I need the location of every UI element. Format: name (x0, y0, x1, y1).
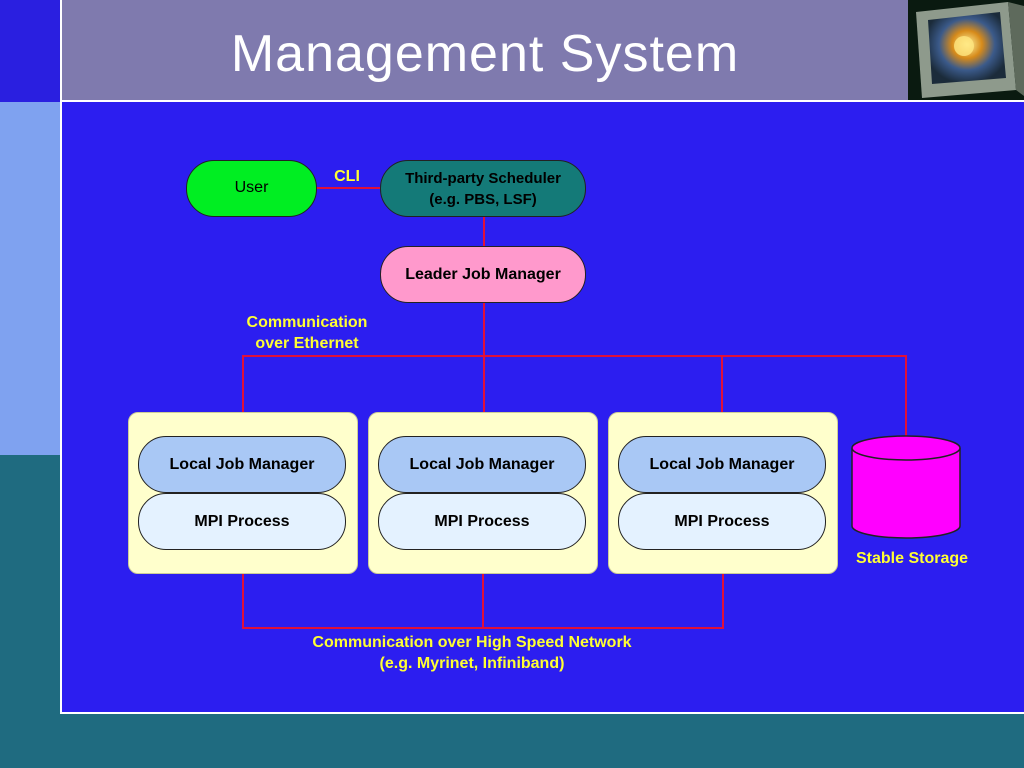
title-divider (60, 100, 1024, 102)
diagram-area: User CLI Third-party Scheduler (e.g. PBS… (60, 102, 1024, 714)
title-bar: Management System (62, 0, 908, 100)
cli-label: CLI (334, 168, 360, 185)
monitor-icon (908, 0, 1024, 100)
network-label-line1: Communication over High Speed Network (312, 634, 632, 651)
ethernet-label-line2: over Ethernet (255, 335, 359, 352)
title-divider-vertical (60, 0, 62, 102)
ethernet-label: Communication over Ethernet (222, 312, 392, 354)
scheduler-label-line2: (e.g. PBS, LSF) (429, 190, 537, 208)
user-label: User (234, 178, 269, 196)
local-job-manager-3-label: Local Job Manager (649, 455, 795, 473)
mpi-process-1-label: MPI Process (194, 512, 290, 530)
connector-lines (242, 187, 907, 629)
local-job-manager-1: Local Job Manager (138, 436, 346, 493)
scheduler-node: Third-party Scheduler (e.g. PBS, LSF) (380, 160, 586, 217)
scheduler-label-line1: Third-party Scheduler (405, 169, 561, 187)
left-accent-light (0, 102, 60, 455)
network-label-line2: (e.g. Myrinet, Infiniband) (379, 655, 565, 672)
network-label: Communication over High Speed Network (e… (242, 632, 702, 674)
mpi-process-3-label: MPI Process (674, 512, 770, 530)
leader-job-manager-node: Leader Job Manager (380, 246, 586, 303)
slide-title: Management System (230, 25, 740, 83)
ethernet-bus (242, 355, 907, 438)
mpi-process-1: MPI Process (138, 493, 346, 550)
leader-label: Leader Job Manager (405, 265, 561, 283)
local-job-manager-2-label: Local Job Manager (409, 455, 555, 473)
local-job-manager-3: Local Job Manager (618, 436, 826, 493)
mpi-process-2: MPI Process (378, 493, 586, 550)
monitor-image (908, 0, 1024, 100)
stable-storage-cylinder (851, 435, 961, 539)
left-accent-blue (0, 0, 60, 102)
local-job-manager-1-label: Local Job Manager (169, 455, 315, 473)
mpi-process-2-label: MPI Process (434, 512, 530, 530)
local-job-manager-2: Local Job Manager (378, 436, 586, 493)
user-node: User (186, 160, 317, 217)
stable-storage-label: Stable Storage (855, 550, 969, 567)
ethernet-label-line1: Communication (246, 314, 368, 331)
mpi-process-3: MPI Process (618, 493, 826, 550)
